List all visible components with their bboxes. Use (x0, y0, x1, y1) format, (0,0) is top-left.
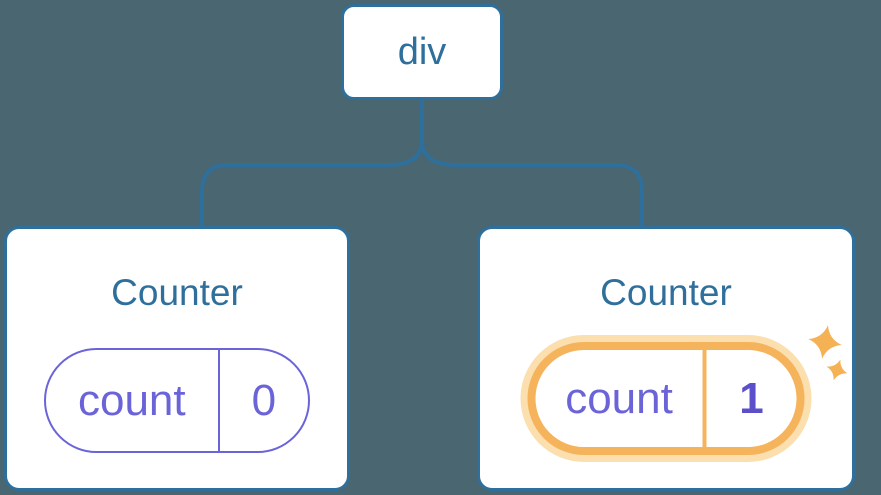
root-node-label: div (397, 30, 447, 73)
counter-card-left: Counter count 0 (4, 226, 350, 491)
state-pill: count 0 (44, 348, 310, 453)
sparkle-icon (808, 325, 848, 381)
connector-branch-left (200, 139, 424, 227)
sparkle-star-large (808, 325, 842, 359)
connector-branch-right (420, 139, 644, 227)
state-pill-highlighted: count 1 (527, 342, 805, 455)
state-value: 0 (217, 350, 308, 451)
state-key: count (565, 373, 673, 423)
counter-title: Counter (111, 272, 243, 313)
state-value: 1 (702, 350, 797, 447)
root-node: div (341, 4, 503, 100)
counter-title: Counter (600, 272, 732, 313)
sparkle-star-small (826, 359, 848, 381)
counter-card-right: Counter count 1 (477, 226, 855, 491)
state-key: count (77, 375, 186, 425)
